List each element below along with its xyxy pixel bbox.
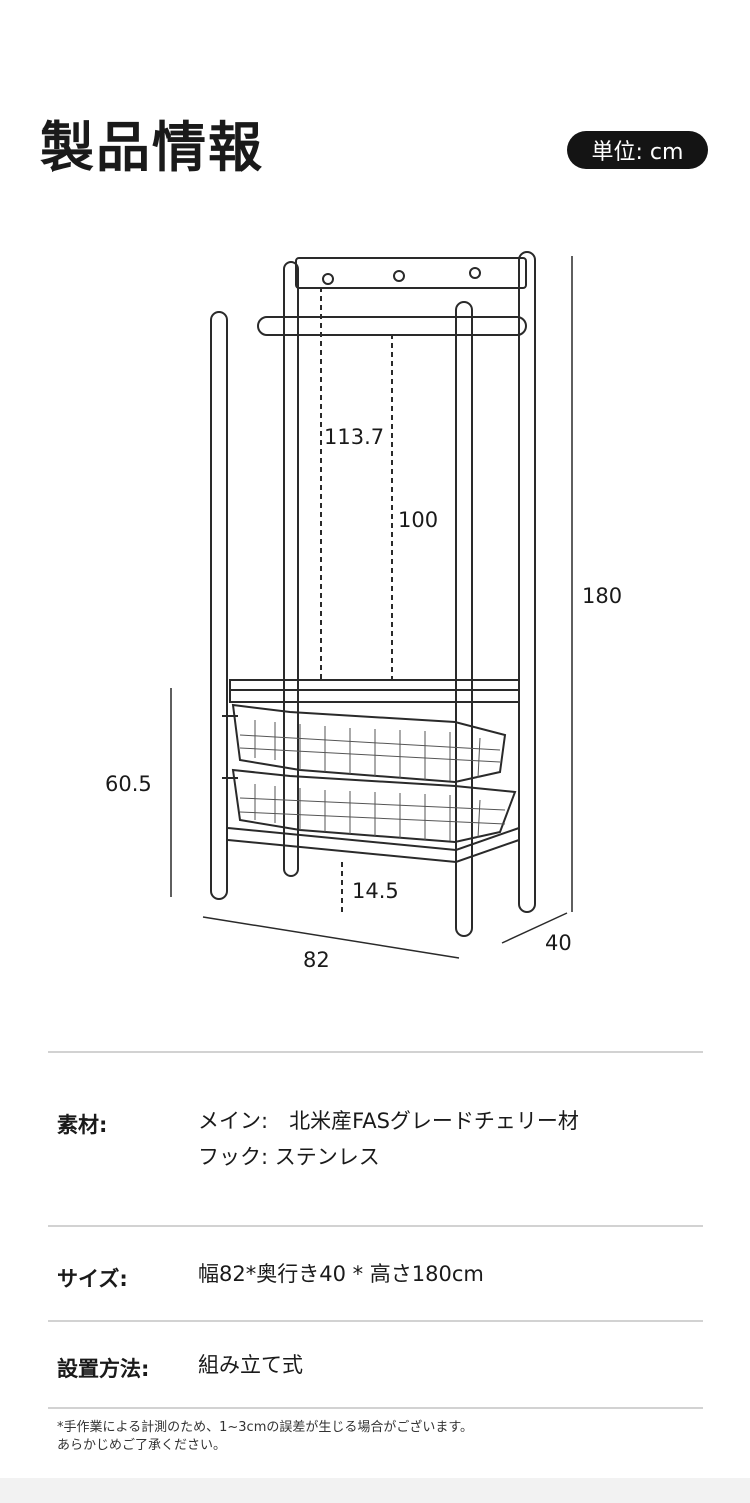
dim-bottom-clearance: 14.5 bbox=[352, 879, 399, 903]
footnote: *手作業による計測のため、1~3cmの誤差が生じる場合がございます。 あらかじめ… bbox=[57, 1420, 474, 1453]
dim-depth: 40 bbox=[545, 931, 572, 955]
unit-badge: 単位: cm bbox=[567, 131, 708, 169]
page-title: 製品情報 bbox=[40, 116, 264, 179]
spec-install-label: 設置方法: bbox=[57, 1357, 150, 1381]
basket-upper bbox=[231, 703, 507, 784]
bottom-frame bbox=[227, 827, 520, 864]
rear-left-post bbox=[283, 261, 299, 877]
product-diagram: 113.7 100 180 60.5 14.5 82 40 bbox=[105, 251, 622, 972]
basket-lower bbox=[231, 768, 517, 844]
spec-size-label: サイズ: bbox=[57, 1267, 128, 1291]
front-left-post bbox=[210, 311, 228, 900]
divider bbox=[48, 1225, 703, 1227]
dim-total-height: 180 bbox=[582, 584, 622, 608]
spec-material-main: メイン: 北米産FASグレードチェリー材 bbox=[198, 1109, 579, 1133]
hook-icon bbox=[469, 267, 481, 279]
front-right-post bbox=[455, 301, 473, 937]
hook-icon bbox=[393, 270, 405, 282]
divider bbox=[48, 1320, 703, 1322]
dim-width: 82 bbox=[303, 948, 330, 972]
dim-hook-height: 113.7 bbox=[324, 425, 384, 449]
spec-install-value: 組み立て式 bbox=[198, 1353, 303, 1377]
rear-right-post bbox=[518, 251, 536, 913]
spec-size-value: 幅82*奥行き40 * 高さ180cm bbox=[198, 1262, 484, 1286]
rear-crossbar bbox=[295, 257, 527, 289]
shelf bbox=[229, 679, 520, 703]
spec-material-hook: フック: ステンレス bbox=[198, 1145, 380, 1169]
hook-icon bbox=[322, 273, 334, 285]
bottom-band bbox=[0, 1478, 750, 1503]
divider bbox=[48, 1407, 703, 1409]
divider bbox=[48, 1051, 703, 1053]
dim-rod-height: 100 bbox=[398, 508, 438, 532]
dim-shelf-height: 60.5 bbox=[105, 772, 152, 796]
spec-material-label: 素材: bbox=[57, 1113, 108, 1137]
